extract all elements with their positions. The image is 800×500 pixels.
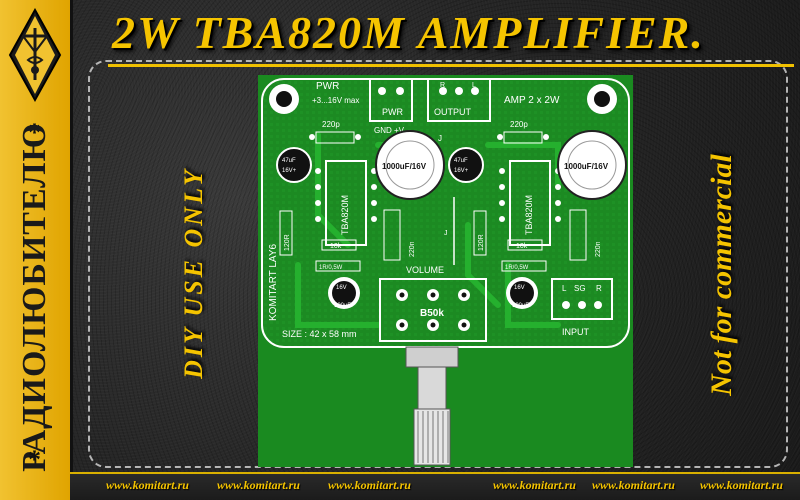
title-underline [108,64,794,67]
svg-text:1R/0,5W: 1R/0,5W [319,265,343,271]
svg-text:16V: 16V [514,285,525,291]
svg-text:16V+: 16V+ [454,168,469,174]
footer-url[interactable]: www.komitart.ru [106,478,189,492]
footer-url[interactable]: www.komitart.ru [493,478,576,492]
svg-text:120R: 120R [478,234,485,251]
output-connector-label: OUTPUT [434,107,472,117]
cap-1000-right: 1000uF/16V [564,162,609,171]
svg-text:J: J [438,134,442,143]
chip-left-label: TBA820M [340,195,350,235]
svg-text:120R: 120R [284,234,291,251]
right-channel: 220p 47uF 16V+ TBA820M 1000uF/16V 120R 1… [448,120,627,309]
input-label: INPUT [562,327,590,337]
svg-text:220n: 220n [409,241,416,257]
star-bottom: * [28,445,41,474]
mounting-hole-left [269,84,299,114]
pwr-label: PWR [316,81,339,92]
pwr-spec: +3...16V max [312,96,359,105]
svg-text:1R/0,5W: 1R/0,5W [505,265,529,271]
svg-text:220n: 220n [595,241,602,257]
pot-shaft-icon [405,346,459,466]
amp-label: AMP 2 x 2W [504,95,560,106]
svg-text:47uF: 47uF [282,158,296,164]
svg-text:R: R [596,284,602,293]
pcb-board: PWR +3...16V max PWR R L OUTPUT AMP 2 x … [258,75,633,467]
antenna-logo-icon [8,8,62,103]
stitching [88,60,788,468]
svg-text:R: R [440,82,445,89]
diy-note: DIY USE ONLY [179,167,208,379]
footer-band [70,472,800,500]
svg-text:100uF: 100uF [334,303,351,309]
brand-vertical-text: РАДИОЛЮБИТЕЛЮ [16,122,53,472]
sidebar: * РАДИОЛЮБИТЕЛЮ * [0,0,73,500]
footer-url[interactable]: www.komitart.ru [217,478,300,492]
svg-text:L: L [472,82,476,89]
gnd-label: GND +V [374,126,405,135]
footer-url[interactable]: www.komitart.ru [328,478,411,492]
commercial-note: Not for commercial [705,154,738,396]
svg-text:L: L [562,284,567,293]
cap-1000-left: 1000uF/16V [382,162,427,171]
volume-label: VOLUME [406,265,444,275]
left-channel: 220p 47uF 16V+ TBA820M 1000uF/16V 120R 1… [276,120,445,309]
svg-text:220p: 220p [510,120,528,129]
chip-right-label: TBA820M [524,195,534,235]
svg-text:16V: 16V [336,285,347,291]
pwr-connector-label: PWR [382,107,403,117]
size-label: SIZE : 42 x 58 mm [282,329,357,339]
svg-text:SG: SG [574,284,586,293]
svg-text:10k: 10k [330,243,342,250]
page-title: 2W TBA820M AMPLIFIER. [112,7,705,58]
svg-text:100uF: 100uF [512,303,529,309]
maker-label: KOMITART LAY6 [268,244,279,321]
svg-text:47uF: 47uF [454,158,468,164]
footer-url[interactable]: www.komitart.ru [700,478,783,492]
svg-text:220p: 220p [322,120,340,129]
pot-label: B50k [420,308,444,319]
svg-text:10k: 10k [516,243,528,250]
svg-text:J: J [444,230,448,237]
svg-text:16V+: 16V+ [282,168,297,174]
footer-url[interactable]: www.komitart.ru [592,478,675,492]
star-top: * [28,118,41,147]
